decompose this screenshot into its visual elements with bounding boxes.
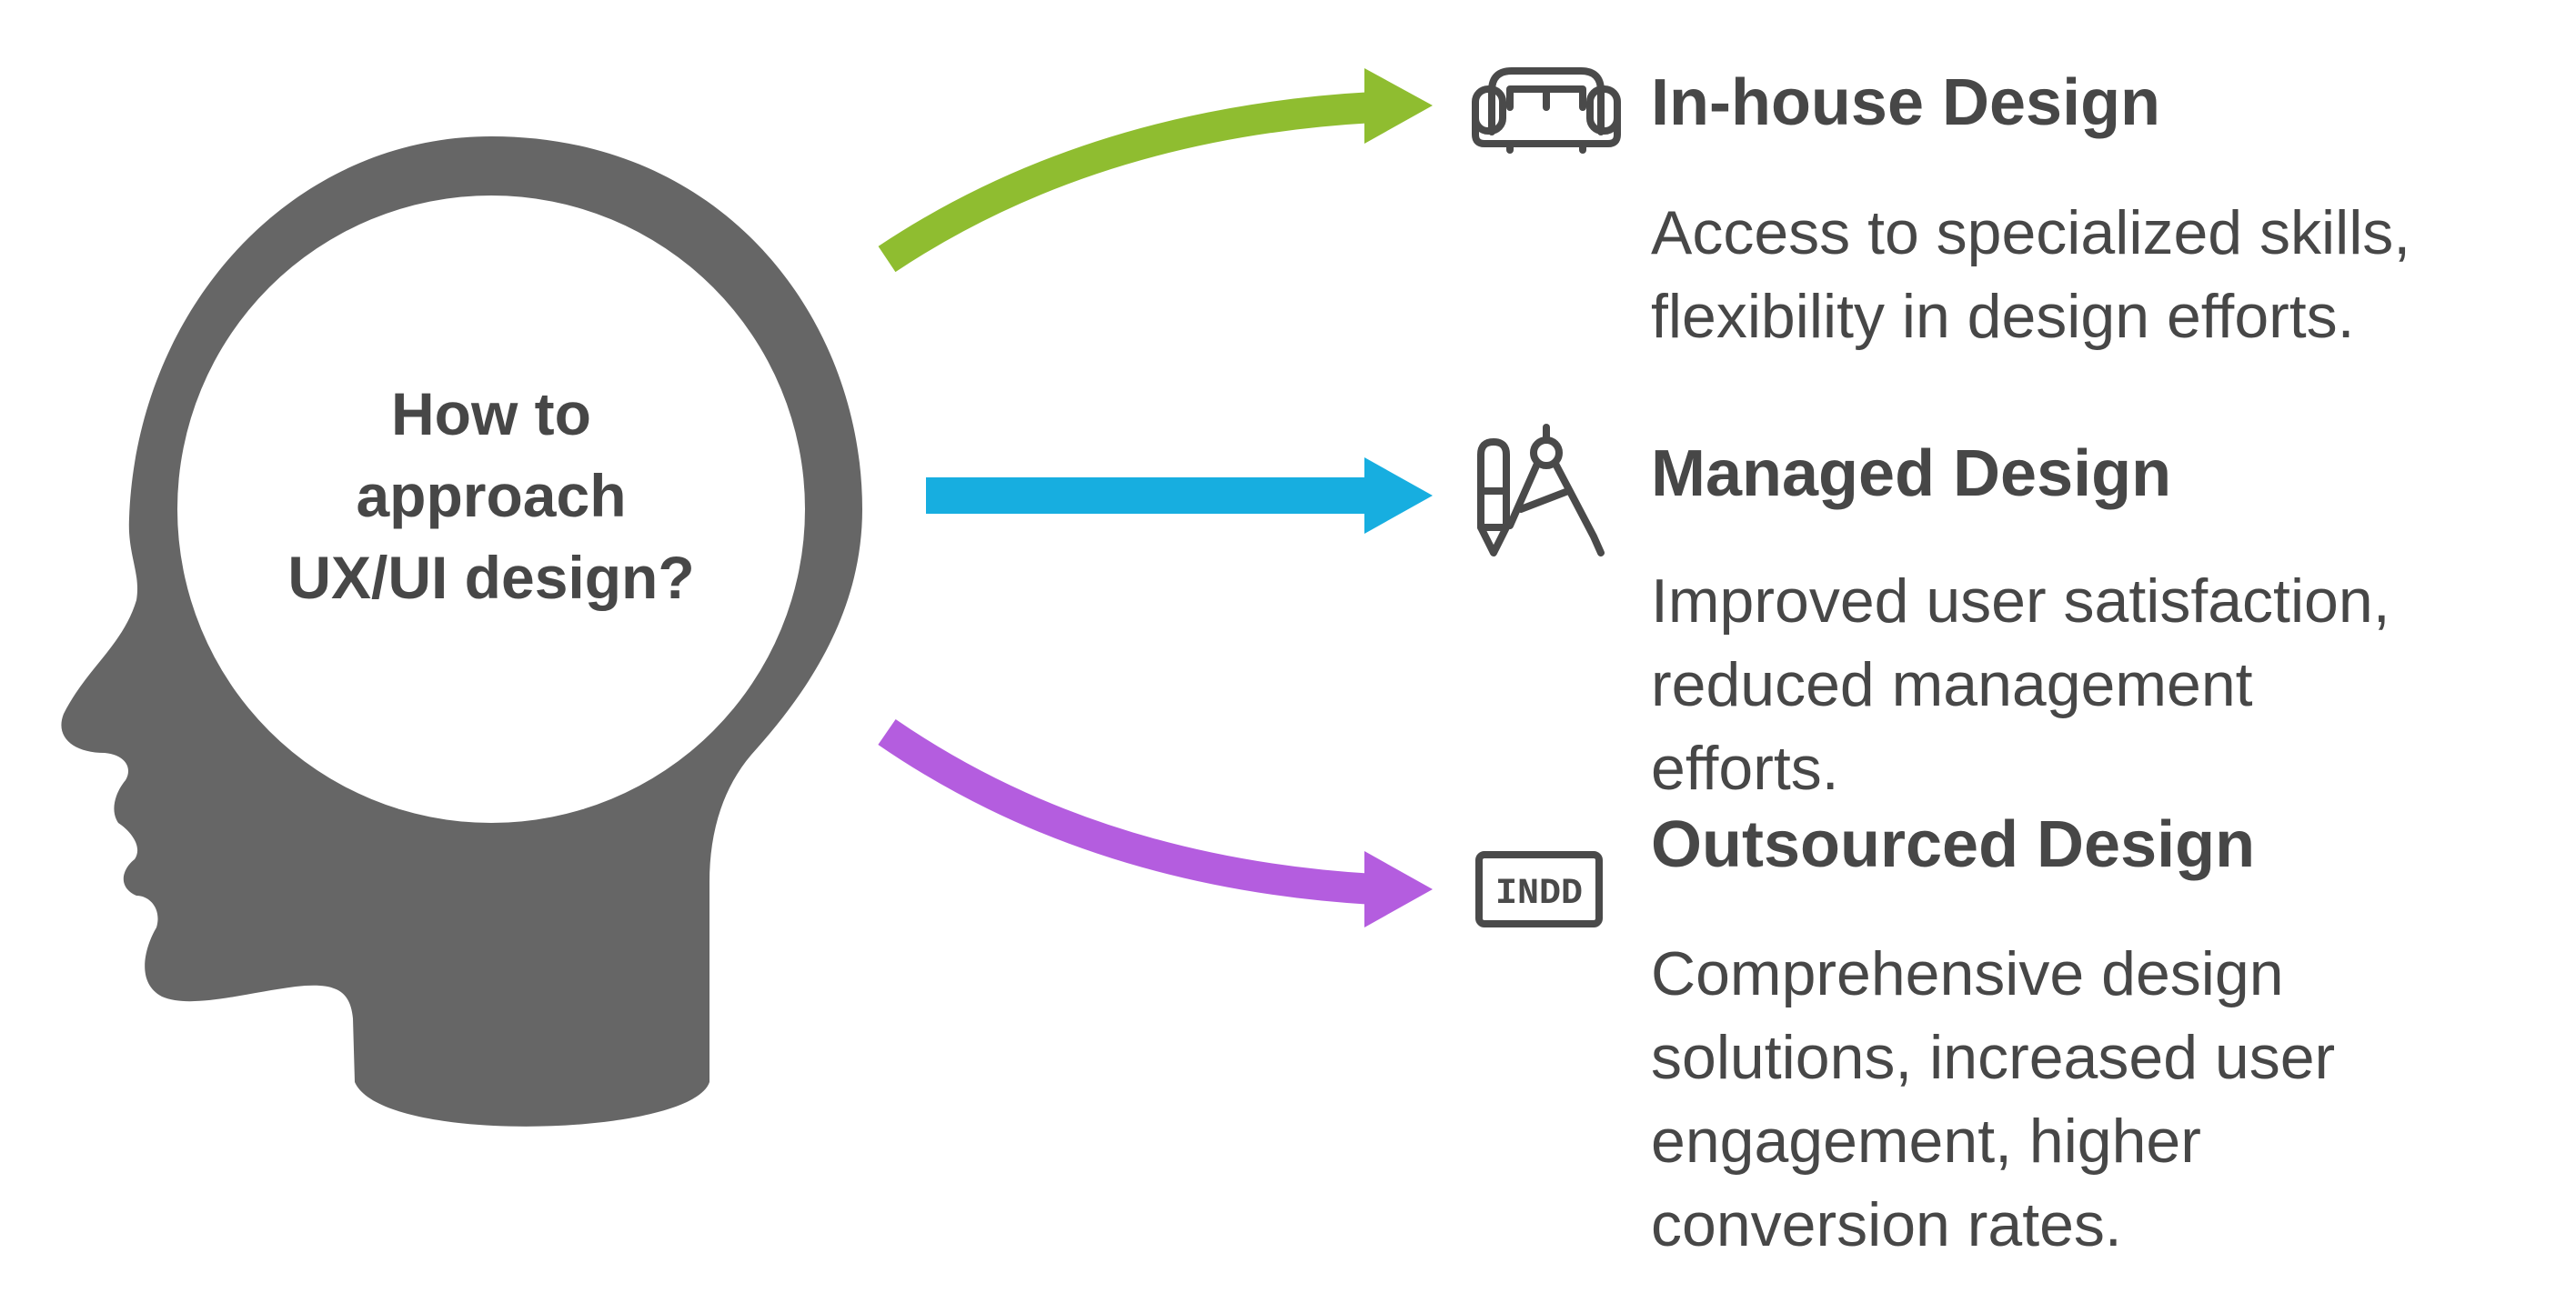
desc-line: efforts.: [1651, 734, 1839, 803]
desc-line: flexibility in design efforts.: [1651, 282, 2355, 351]
arrow-managed: [926, 457, 1433, 534]
indd-icon-text: INDD: [1495, 874, 1583, 915]
option-desc-in-house: Access to specialized skills, flexibilit…: [1651, 191, 2410, 358]
option-title-outsourced: Outsourced Design: [1651, 808, 2256, 881]
question-line-2: approach: [356, 462, 626, 529]
arrow-in-house: [878, 68, 1433, 273]
desc-line: reduced management: [1651, 650, 2253, 719]
desc-line: Access to specialized skills,: [1651, 198, 2411, 267]
option-title-managed: Managed Design: [1651, 437, 2172, 510]
question-line-3: UX/UI design?: [287, 544, 694, 611]
question-line-1: How to: [391, 380, 591, 447]
sofa-icon: [1472, 67, 1621, 154]
desc-line: solutions, increased user: [1651, 1023, 2336, 1092]
pen-compass-icon: [1477, 424, 1605, 556]
desc-line: conversion rates.: [1651, 1190, 2122, 1259]
option-title-in-house: In-house Design: [1651, 66, 2161, 139]
desc-line: engagement, higher: [1651, 1107, 2201, 1176]
desc-line: Improved user satisfaction,: [1651, 566, 2390, 636]
option-desc-managed: Improved user satisfaction, reduced mana…: [1651, 559, 2390, 810]
arrow-outsourced: [878, 718, 1433, 927]
desc-line: Comprehensive design: [1651, 939, 2284, 1008]
thought-circle: [177, 195, 805, 823]
indd-file-icon: INDD: [1475, 851, 1603, 927]
option-desc-outsourced: Comprehensive design solutions, increase…: [1651, 932, 2335, 1267]
